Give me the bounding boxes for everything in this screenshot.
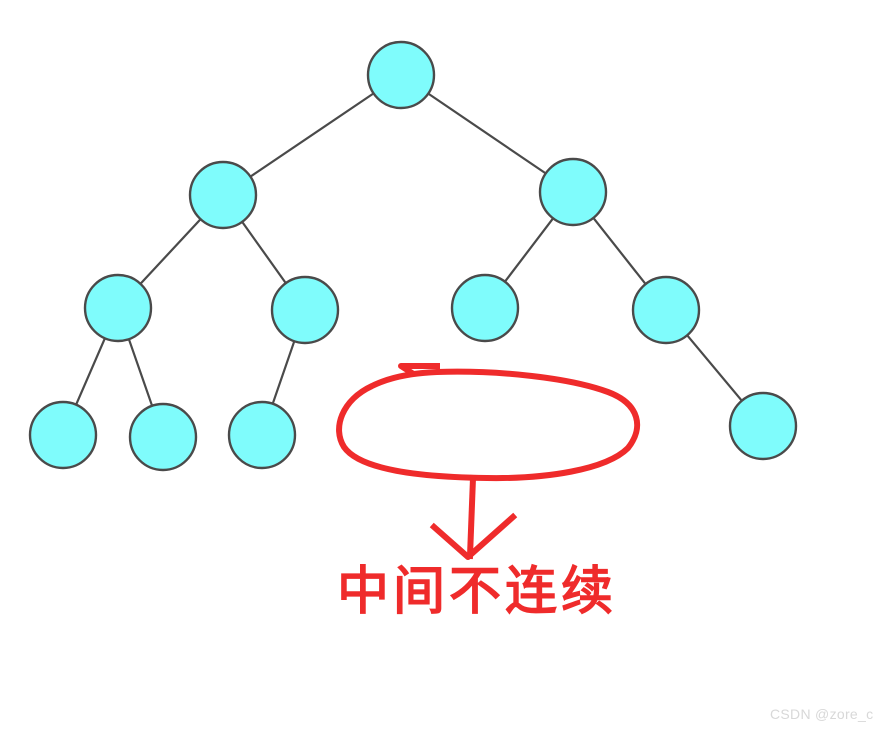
edge-n2a-n3b [241,220,287,285]
edge-n2b-n3c [503,217,555,283]
annotation-ellipse-icon [336,368,641,482]
tree-node-n3b[interactable] [270,275,340,345]
annotation-arrow-head-icon [429,512,518,560]
watermark-text: CSDN @zore_c [770,706,874,722]
tree-nodes [28,40,798,472]
tree-node-n4b[interactable] [128,402,198,472]
edge-n3d-n4d [686,334,743,402]
edge-root-n2a [249,92,375,178]
edge-root-n2b [427,92,547,175]
edge-n2b-n3d [592,216,647,286]
tree-node-n3a[interactable] [83,273,153,343]
tree-node-n3c[interactable] [450,273,520,343]
annotation-label: 中间不连续 [336,562,617,622]
annotation-markup [336,363,641,560]
tree-node-n3d[interactable] [631,275,701,345]
edge-n3a-n4b [127,338,154,407]
annotation-ellipse-tail-icon [398,363,440,378]
tree-node-n2b[interactable] [538,157,608,227]
tree-edges [74,92,743,407]
tree-node-n4a[interactable] [28,400,98,470]
edge-n2a-n3a [139,218,202,285]
annotation-arrow-shaft-icon [466,474,477,560]
tree-node-n2a[interactable] [188,160,258,230]
tree-node-root[interactable] [366,40,436,110]
edge-n3a-n4a [74,337,107,406]
tree-node-n4c[interactable] [227,400,297,470]
tree-node-n4d[interactable] [728,391,798,461]
edge-n3b-n4c [271,340,296,405]
